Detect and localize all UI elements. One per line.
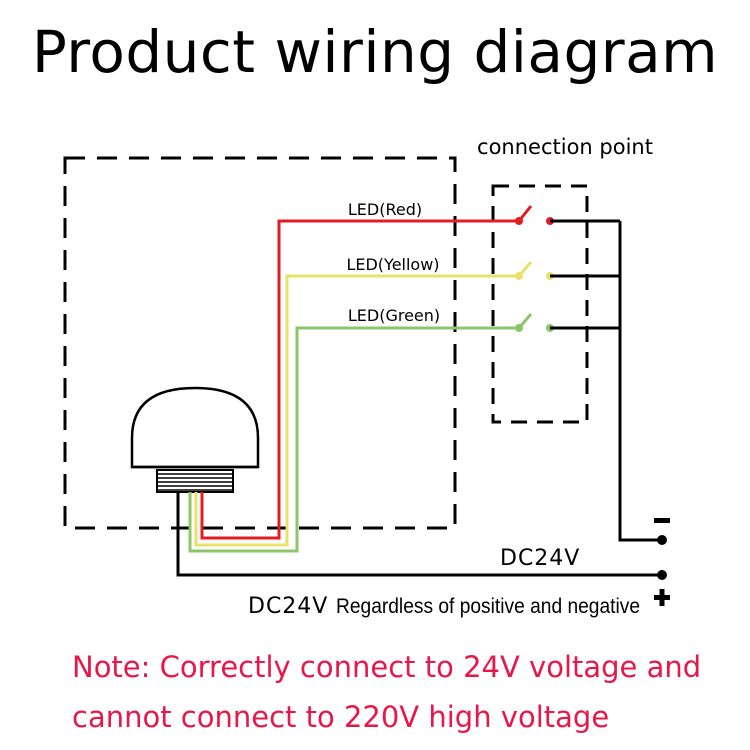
led-red-label: LED(Red) [348, 200, 422, 219]
minus-sign [654, 518, 670, 523]
dc24v-label: DC24V [500, 546, 580, 571]
yellow-wire [194, 274, 519, 547]
black-common-wire [176, 492, 662, 577]
plus-sign [654, 589, 670, 606]
positive-terminal [657, 570, 667, 580]
device-enclosure [63, 156, 457, 530]
threaded-base [156, 469, 234, 493]
led-green-label: LED(Green) [348, 306, 440, 325]
negative-wire [618, 221, 662, 542]
green-wire [188, 326, 519, 553]
regardless-polarity-label: Regardless of positive and negative [336, 595, 640, 618]
red-wire [200, 219, 519, 540]
connection-point-label: connection point [477, 135, 653, 159]
note-line-2: cannot connect to 220V high voltage [72, 700, 610, 734]
switch-green [515, 313, 554, 332]
connection-point-box [491, 184, 589, 424]
dome-light [130, 386, 260, 469]
switch-yellow [515, 261, 554, 280]
led-yellow-label: LED(Yellow) [346, 255, 439, 274]
dc24v-prefix-label: DC24V [248, 594, 328, 619]
negative-terminal [657, 535, 667, 545]
note-line-1: Note: Correctly connect to 24V voltage a… [72, 650, 702, 684]
page-title: Product wiring diagram [31, 18, 719, 86]
switch-red [515, 205, 554, 225]
